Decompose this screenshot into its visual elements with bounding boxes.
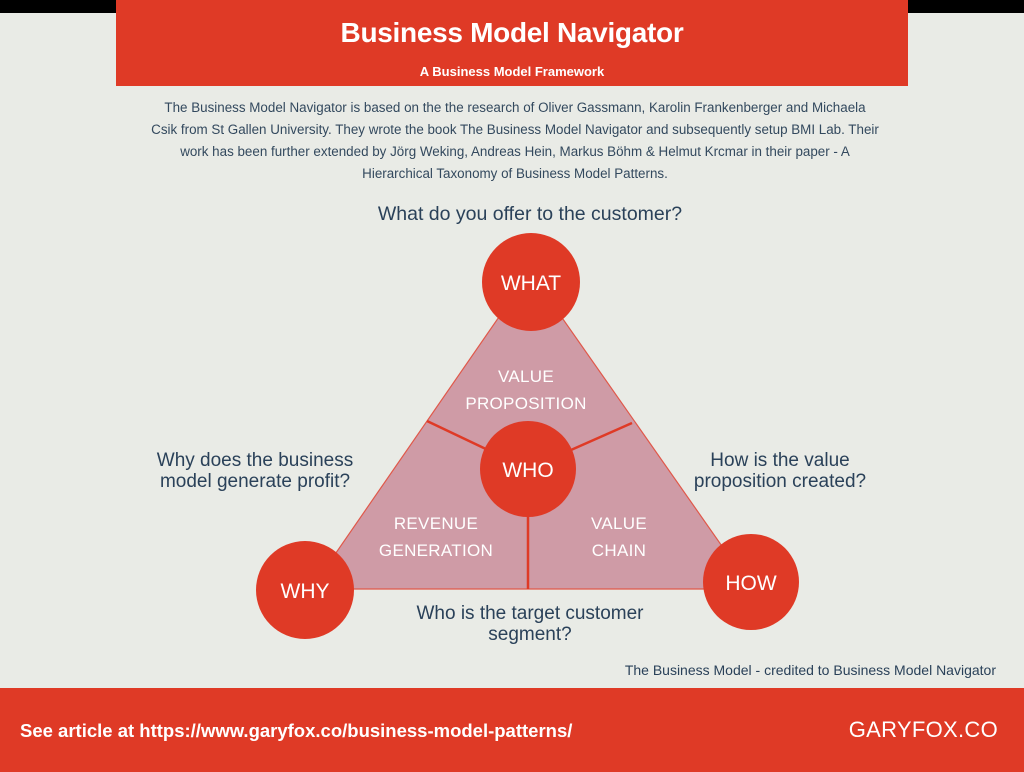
question-how: How is the value proposition created? (693, 450, 867, 492)
article-link[interactable]: See article at https://www.garyfox.co/bu… (20, 720, 573, 741)
segment-value-proposition-line1: VALUE (498, 367, 554, 386)
brand-logo-text: GARYFOX.CO (848, 717, 998, 742)
header-banner: Business Model Navigator A Business Mode… (116, 0, 908, 86)
segment-value-proposition-line2: PROPOSITION (465, 394, 586, 413)
question-what: What do you offer to the customer? (377, 203, 683, 225)
node-why: WHY (256, 541, 354, 639)
node-who-label: WHO (502, 459, 553, 482)
node-who: WHO (480, 421, 576, 517)
node-why-label: WHY (281, 580, 330, 603)
credit-text: The Business Model - credited to Busines… (624, 662, 996, 678)
segment-revenue-generation-line1: REVENUE (394, 514, 478, 533)
question-why: Why does the business model generate pro… (156, 450, 354, 492)
segment-value-chain-line1: VALUE (591, 514, 647, 533)
node-what-label: WHAT (501, 272, 561, 295)
page-subtitle: A Business Model Framework (419, 64, 605, 79)
question-who: Who is the target customer segment? (416, 603, 644, 645)
page-title: Business Model Navigator (340, 17, 684, 48)
segment-value-chain-line2: CHAIN (592, 541, 646, 560)
node-how-label: HOW (725, 572, 777, 595)
segment-revenue-generation-line2: GENERATION (379, 541, 493, 560)
footer-banner: See article at https://www.garyfox.co/bu… (0, 688, 1024, 772)
node-what: WHAT (482, 233, 580, 331)
intro-paragraph: The Business Model Navigator is based on… (151, 100, 879, 181)
node-how: HOW (703, 534, 799, 630)
